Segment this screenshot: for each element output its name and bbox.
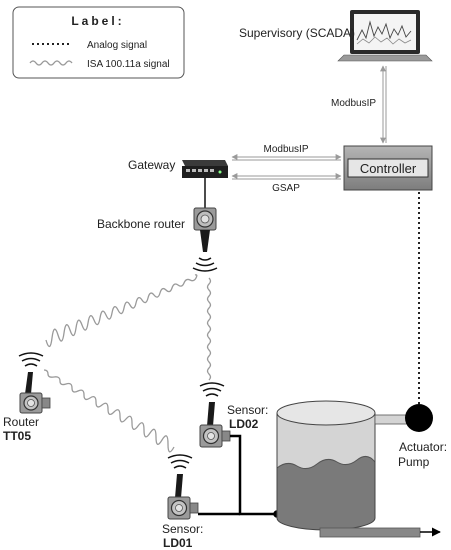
sensor-ld02-icon — [199, 382, 231, 448]
sensor-ld01-id-label: LD01 — [163, 536, 193, 550]
router-tt05-icon — [18, 352, 51, 414]
legend-title: Label: — [71, 14, 124, 28]
sensor-ld02-id-label: LD02 — [229, 417, 259, 431]
isa-signal-swatch — [29, 60, 73, 66]
isa-link-backbone-router — [45, 274, 198, 348]
gateway-label: Gateway — [128, 158, 175, 172]
controller-label: Controller — [360, 161, 417, 176]
actuator-id-label: Pump — [398, 455, 430, 469]
legend-analog-label: Analog signal — [87, 40, 147, 51]
scada-link-label: ModbusIP — [331, 98, 376, 109]
gateway-gsap-label: GSAP — [272, 183, 300, 194]
scada-label: Supervisory (SCADA) — [239, 26, 355, 40]
isa-links — [43, 274, 212, 453]
backbone-router-label: Backbone router — [97, 217, 185, 231]
sensor-tank-wiring — [198, 434, 281, 518]
isa-link-router-ld01 — [43, 369, 175, 453]
gateway-controller-modbus-link — [231, 154, 342, 161]
backbone-wifi-icon — [192, 257, 218, 272]
legend-isa-label: ISA 100.11a signal — [87, 59, 170, 70]
isa-link-backbone-ld02 — [206, 277, 212, 381]
pump-actuator-icon — [405, 404, 433, 432]
actuator-role-label: Actuator: — [399, 440, 447, 454]
gateway-controller-gsap-link — [231, 173, 342, 180]
scada-controller-link — [380, 65, 387, 144]
controller-box — [343, 145, 433, 191]
legend: Label: Analog signal ISA 100.11a signal — [12, 6, 185, 79]
sensor-ld01-role-label: Sensor: — [162, 522, 203, 536]
sensor-ld01-icon — [167, 454, 199, 520]
gateway-modbus-label: ModbusIP — [263, 144, 308, 155]
gateway-icon — [182, 160, 228, 178]
router-id-label: TT05 — [3, 429, 31, 443]
backbone-router-icon — [193, 207, 217, 252]
router-label: Router — [3, 415, 39, 429]
sensor-ld02-role-label: Sensor: — [227, 403, 268, 417]
tank — [276, 400, 441, 538]
scada-laptop-icon — [337, 10, 433, 62]
